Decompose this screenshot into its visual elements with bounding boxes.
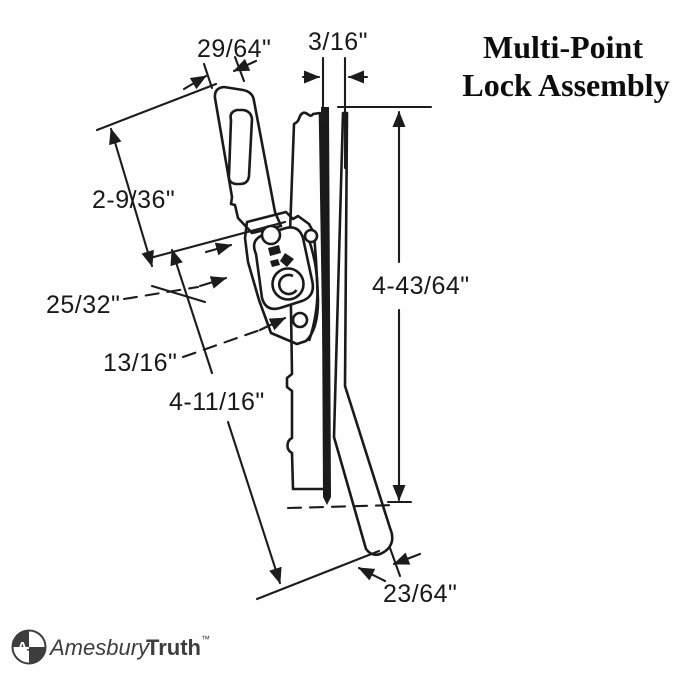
dimension-cam-offset [181,316,287,359]
title-line-1: Multi-Point [483,29,643,65]
dimension-gap-width [301,56,369,170]
logo-monogram-a: A [17,639,28,656]
cam-crown-detail-2 [280,253,294,267]
dimension-handle-tip-width [357,546,422,583]
tie-bar-slot [227,108,254,186]
housing-flange-curve [307,239,319,342]
handle-lever [332,111,394,557]
lock-assembly-parts [213,85,394,557]
logo-monogram-t: T [27,646,36,663]
connecting-strip [321,107,331,505]
amesburytruth-logo: A T Amesbury Truth ™ [11,629,210,665]
cam-crown-detail [268,245,281,256]
dimension-pivot-offset [122,276,228,301]
title-line-2: Lock Assembly [462,67,669,103]
dimension-assembly-length [286,105,433,510]
screw-hole-top [260,224,282,246]
label-cam-offset: 13/16" [103,349,177,377]
label-handle-tip-width: 23/64" [383,580,457,608]
dimension-graphics [95,55,433,601]
label-assembly-length: 4-43/64" [372,272,470,300]
tie-bar [213,85,283,235]
label-upper-span: 2-9/36" [92,186,175,214]
drawing-title: Multi-Point Lock Assembly [462,29,669,103]
logo-text-truth: Truth [146,635,201,660]
label-pivot-offset: 25/32" [46,291,120,319]
screw-hole-bottom [291,311,309,329]
label-tie-bar-width: 29/64" [197,35,271,63]
dimension-tie-bar-width [182,55,258,91]
logo-emblem-quadrant-br [29,647,46,664]
cam-crown-detail-3 [270,259,280,267]
label-lower-span: 4-11/16" [169,388,265,416]
screw-hole-right [303,228,319,244]
dimension-labels: 29/64" 3/16" 2-9/36" 25/32" 13/16" 4-11/… [46,28,470,608]
label-gap-width: 3/16" [308,28,368,56]
cam-roller-inner [278,273,298,296]
logo-trademark: ™ [201,634,210,644]
dimension-upper-span [95,82,218,268]
logo-text-amesbury: Amesbury [48,635,151,660]
dimension-lower-span [170,248,381,601]
logo-emblem-quadrant-tl [12,630,29,647]
